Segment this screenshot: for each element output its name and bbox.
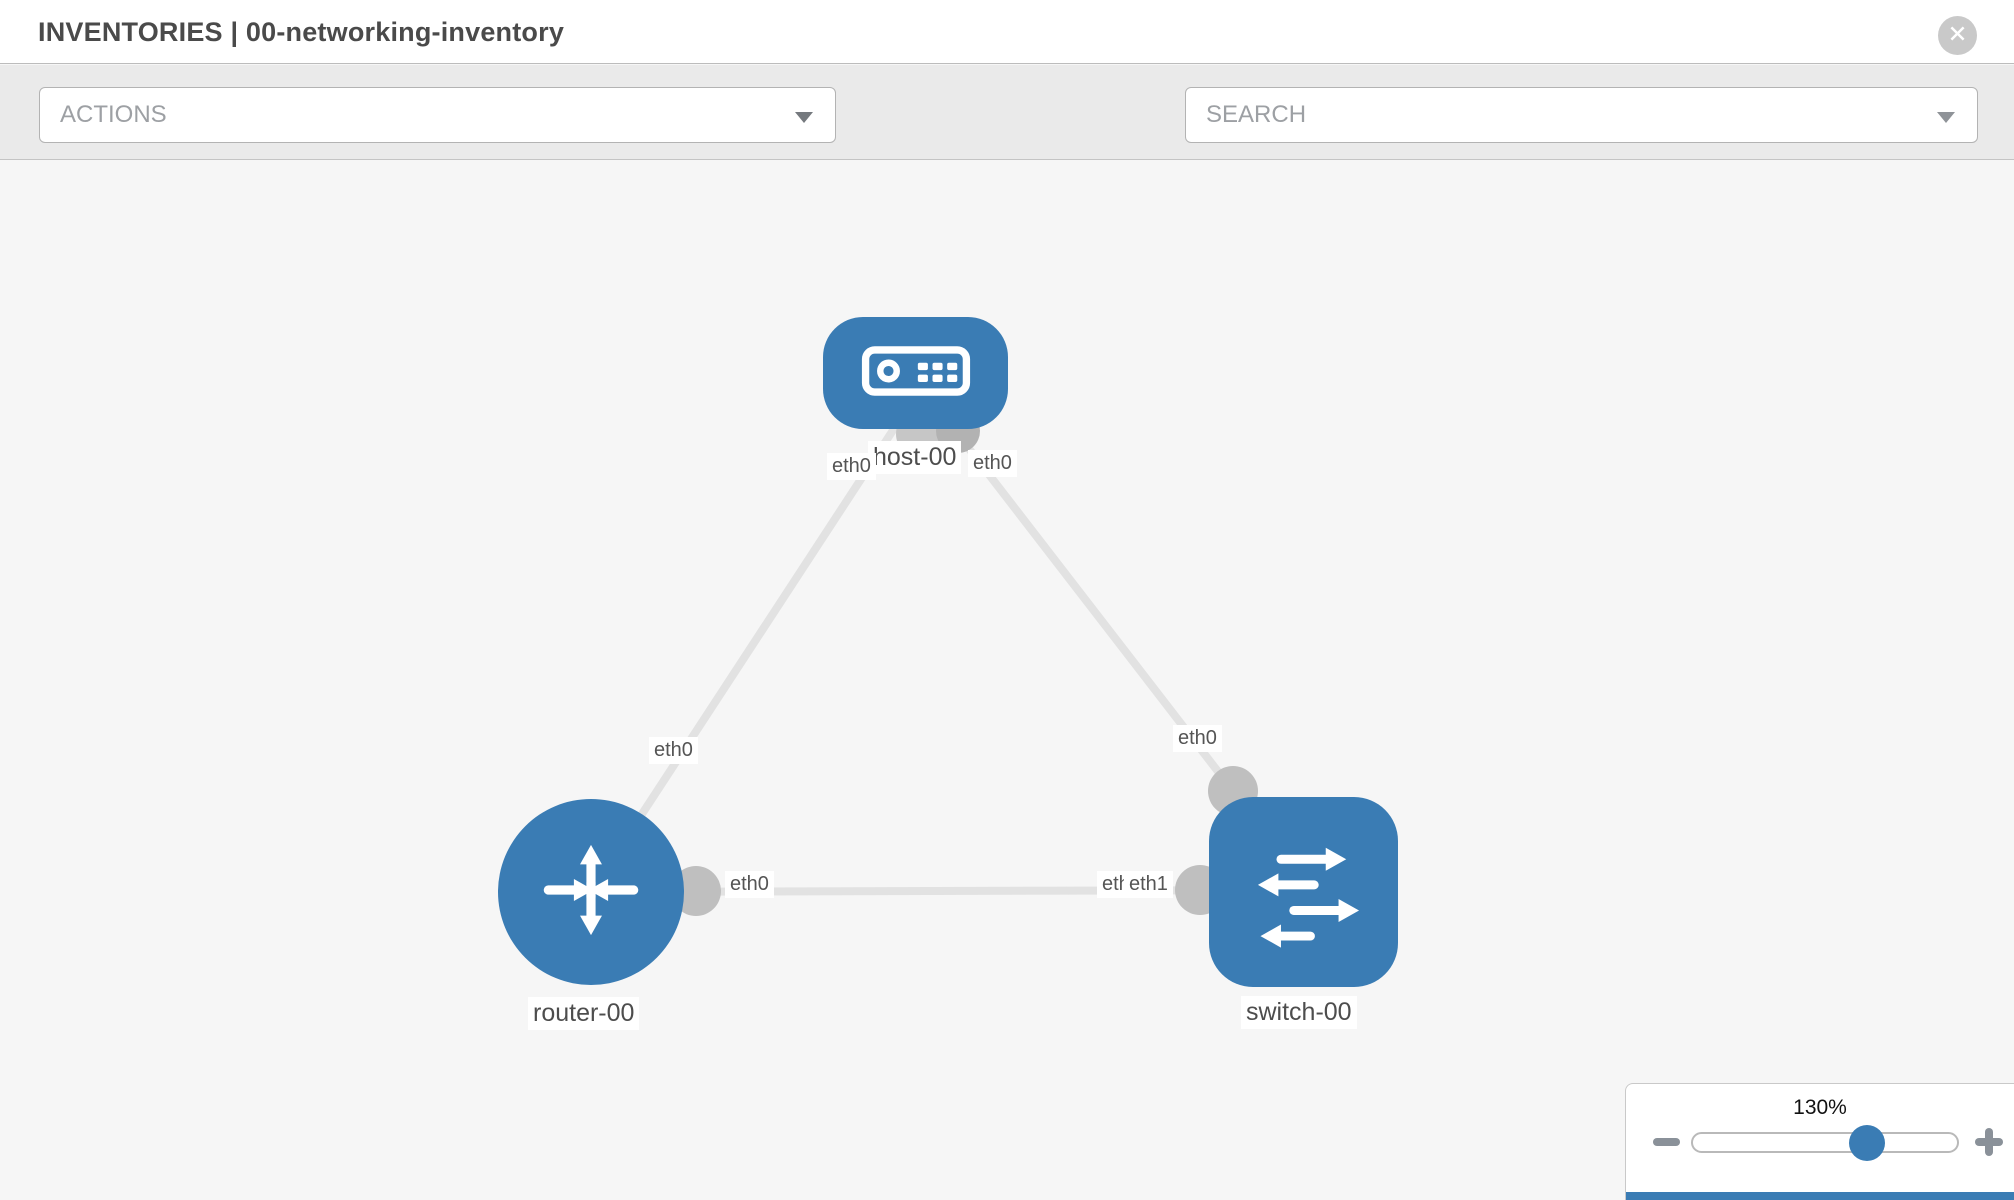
interface-label-eth0: eth0 (725, 871, 774, 898)
chevron-down-icon (1937, 112, 1955, 123)
close-button[interactable] (1938, 16, 1977, 55)
zoom-slider-thumb[interactable] (1849, 1125, 1885, 1161)
header: INVENTORIES | 00-networking-inventory (0, 0, 2014, 64)
zoom-level: 130% (1793, 1096, 1847, 1119)
zoom-out-button[interactable] (1653, 1138, 1680, 1146)
page-title: INVENTORIES | 00-networking-inventory (38, 17, 565, 47)
search-dropdown[interactable]: SEARCH (1185, 87, 1978, 143)
switch-arrows-icon (1240, 826, 1368, 959)
node-switch-00[interactable] (1209, 797, 1398, 987)
close-icon (1947, 23, 1968, 49)
interface-label-eth0: eth0 (1173, 725, 1222, 752)
node-label-switch-00[interactable]: switch-00 (1241, 996, 1357, 1029)
zoom-in-button[interactable] (1975, 1128, 2003, 1156)
actions-dropdown-label: ACTIONS (60, 101, 167, 128)
zoom-panel: 130% (1625, 1083, 2014, 1200)
node-label-host-00[interactable]: host-00 (868, 441, 962, 474)
panel-footer-strip (1626, 1192, 2014, 1200)
interface-label-eth0: eth0 (968, 450, 1017, 477)
server-icon (861, 344, 971, 403)
node-label-router-00[interactable]: router-00 (528, 997, 640, 1030)
interface-label-eth0: eth0 (827, 453, 876, 480)
node-host-00[interactable] (823, 317, 1008, 429)
zoom-slider[interactable] (1691, 1125, 1959, 1161)
node-router-00[interactable] (498, 799, 684, 985)
router-arrows-icon (530, 829, 652, 956)
interface-label-eth0: eth0 (649, 737, 698, 764)
interface-label-eth1: eth1 (1124, 871, 1173, 898)
search-dropdown-label: SEARCH (1206, 101, 1307, 128)
interface-dot-router (671, 866, 721, 916)
chevron-down-icon (795, 112, 813, 123)
actions-dropdown[interactable]: ACTIONS (39, 87, 836, 143)
topology-canvas[interactable]: host-00 router-00 switch-00 eth0 eth0 et… (0, 161, 2014, 1200)
